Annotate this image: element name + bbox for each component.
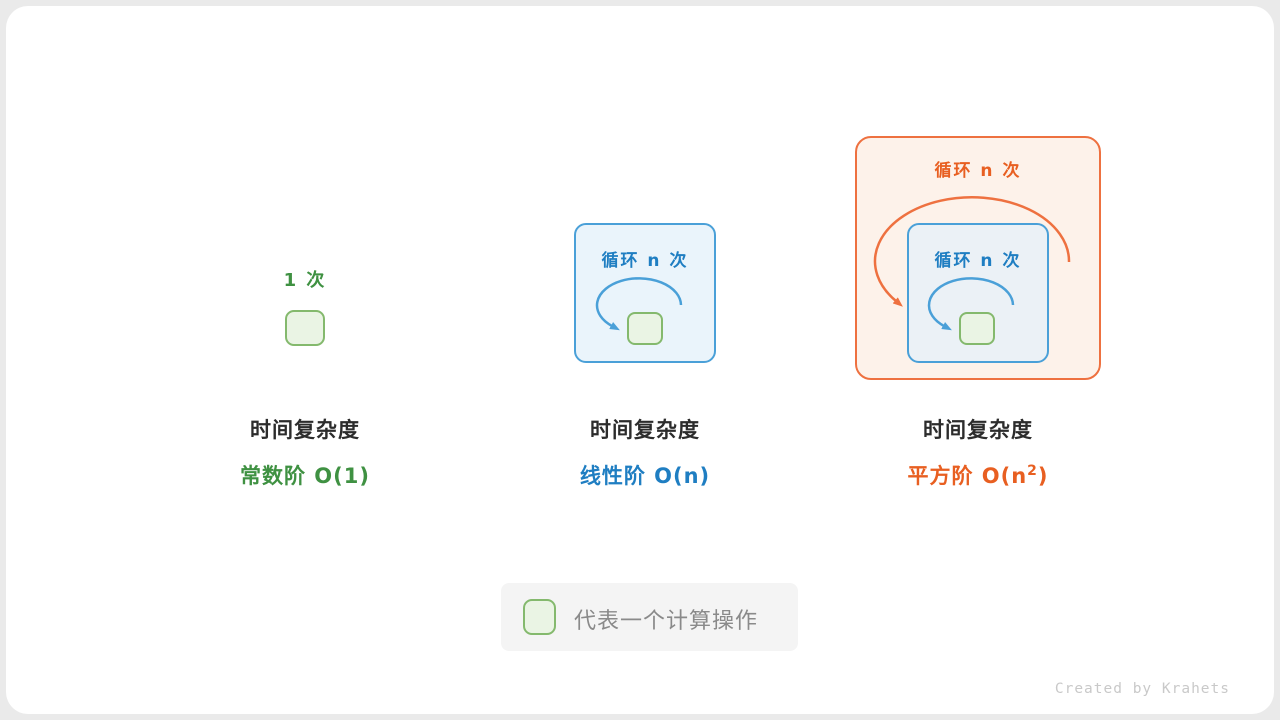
credit-text: Created by Krahets	[1054, 681, 1230, 697]
quadratic-complexity-suffix: )	[1037, 464, 1049, 488]
linear-loop-label: 循环 n 次	[601, 251, 689, 271]
legend-operation-square	[523, 599, 556, 635]
quadratic-title: 时间复杂度	[923, 418, 1033, 442]
constant-count-label: 1 次	[283, 270, 327, 291]
diagram-card: 1 次 时间复杂度 常数阶 O(1) 循环 n 次 时间复杂度 线性阶 O(n)…	[6, 6, 1274, 714]
operation-square-constant	[285, 310, 325, 346]
constant-title: 时间复杂度	[250, 418, 360, 442]
linear-complexity-label: 线性阶 O(n)	[579, 464, 711, 488]
linear-title: 时间复杂度	[590, 418, 700, 442]
operation-square-quadratic	[959, 312, 995, 345]
quadratic-complexity-prefix: 平方阶 O(n	[907, 464, 1028, 488]
quadratic-complexity-label: 平方阶 O(n2)	[858, 460, 1098, 490]
quadratic-outer-loop-label: 循环 n 次	[934, 161, 1022, 181]
legend-label: 代表一个计算操作	[574, 609, 759, 634]
operation-square-linear	[627, 312, 663, 345]
constant-complexity-label: 常数阶 O(1)	[240, 464, 370, 488]
quadratic-complexity-exponent: 2	[1027, 463, 1038, 479]
quadratic-inner-loop-label: 循环 n 次	[934, 251, 1022, 271]
